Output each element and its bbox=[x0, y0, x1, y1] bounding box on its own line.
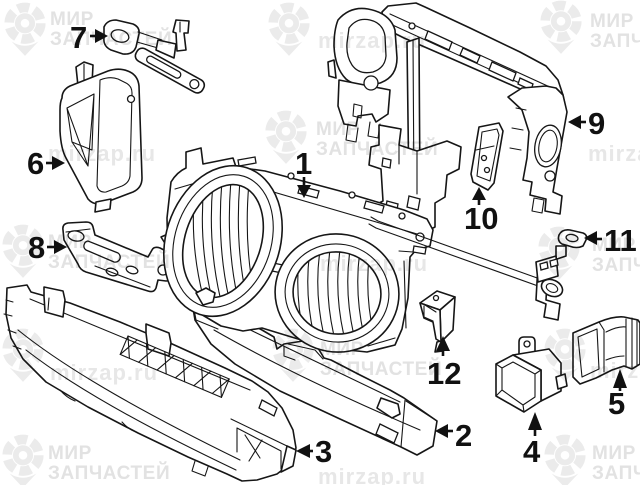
callout-8-number: 8 bbox=[28, 230, 45, 265]
callout-1-number: 1 bbox=[295, 146, 312, 181]
callout-3: 3 bbox=[296, 434, 332, 469]
callout-10-number: 10 bbox=[464, 201, 498, 236]
callout-7-number: 7 bbox=[70, 20, 87, 55]
part-5-air-duct-collar bbox=[572, 316, 640, 385]
callout-4: 4 bbox=[523, 412, 542, 469]
part-3-lower-grille-panel bbox=[3, 284, 297, 482]
callout-12: 12 bbox=[427, 336, 461, 391]
callout-8: 8 bbox=[28, 230, 67, 265]
right-kidney-slats bbox=[297, 249, 375, 337]
callout-6: 6 bbox=[27, 146, 65, 181]
part-4-air-duct bbox=[495, 336, 568, 413]
callout-5: 5 bbox=[608, 369, 627, 421]
callout-7: 7 bbox=[70, 20, 108, 55]
callout-12-number: 12 bbox=[427, 356, 461, 391]
callout-5-number: 5 bbox=[608, 386, 625, 421]
part-10-mount-plate bbox=[470, 122, 504, 191]
callout-2: 2 bbox=[435, 418, 472, 453]
callout-6-number: 6 bbox=[27, 146, 44, 181]
part-12-mount-block bbox=[419, 290, 456, 353]
part-7-upper-bracket bbox=[103, 19, 206, 94]
callout-4-number: 4 bbox=[523, 434, 541, 469]
callout-11: 11 bbox=[584, 223, 637, 258]
callout-10: 10 bbox=[464, 187, 498, 236]
part-6-air-duct-box bbox=[59, 61, 143, 213]
part-8-support-bracket bbox=[62, 221, 179, 293]
callout-2-number: 2 bbox=[455, 418, 472, 453]
part-1-kidney-grille bbox=[162, 147, 434, 353]
callout-3-number: 3 bbox=[315, 434, 332, 469]
callout-9: 9 bbox=[568, 106, 605, 141]
callout-9-number: 9 bbox=[588, 106, 605, 141]
left-kidney-slats bbox=[192, 174, 258, 308]
callout-11-number: 11 bbox=[604, 223, 637, 258]
